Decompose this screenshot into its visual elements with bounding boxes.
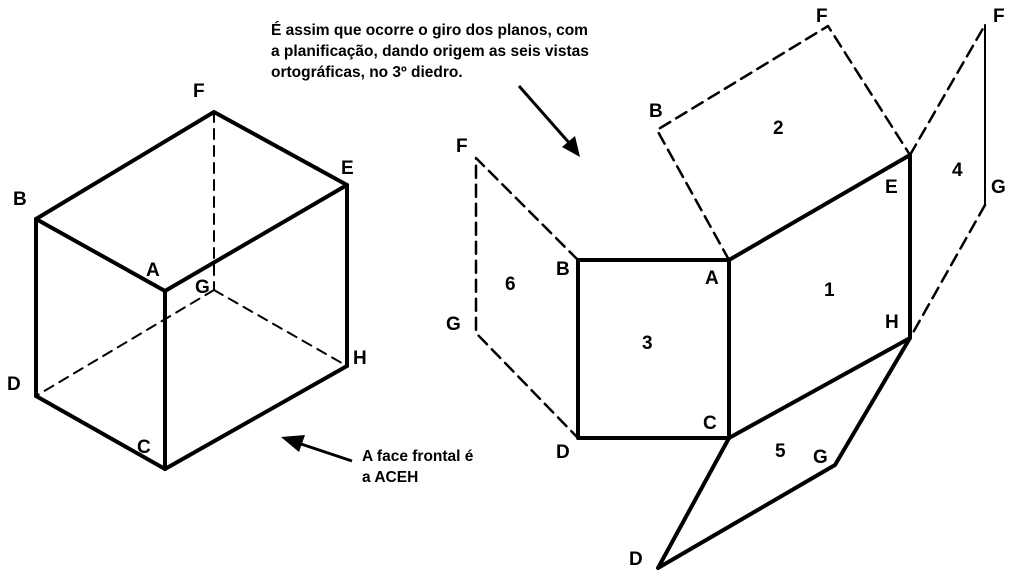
unfolded-label-E: E (885, 177, 898, 198)
front-face-note-line-2: a ACEH (362, 469, 419, 486)
cube-label-H: H (353, 348, 367, 369)
unfolded-label-H: H (885, 312, 899, 333)
cube-label-C: C (137, 437, 151, 458)
front-face-note-line-1: A face frontal é (362, 448, 474, 465)
face-numbers: 2 4 1 6 3 5 (505, 118, 963, 462)
planification-note-line-3: ortográficas, no 3º diedro. (271, 64, 463, 81)
cube-top-face (34, 110, 349, 293)
front-face-arrowhead (281, 435, 305, 452)
unfolded-vertex-labels: F F B F E G B A G H C D G D (446, 6, 1006, 570)
cube-hidden-edge-GD (35, 289, 215, 397)
cube-label-G: G (195, 277, 210, 298)
unfolded-label-B-top: B (649, 101, 663, 122)
face-1-outline (727, 153, 912, 440)
planification-note-line-2: a planificação, dando origem as seis vis… (271, 43, 589, 60)
face-4-lower-edge (908, 203, 987, 340)
cube-label-E: E (341, 158, 354, 179)
unfolded-label-G-bottom: G (813, 447, 828, 468)
cube (34, 110, 349, 471)
front-face-arrow (281, 435, 353, 463)
unfolded-label-D-left: D (556, 442, 570, 463)
cube-label-D: D (7, 374, 21, 395)
unfolded-label-B-left: B (556, 259, 570, 280)
face-number-6: 6 (505, 274, 516, 295)
face-6-outline (474, 156, 580, 440)
face-number-2: 2 (773, 118, 784, 139)
cube-visible-edges (34, 110, 349, 471)
unfolded-label-D-bottom: D (629, 549, 643, 570)
face-number-1: 1 (824, 280, 835, 301)
face-number-4: 4 (952, 160, 963, 181)
cube-hidden-edge-GH (213, 289, 348, 367)
cube-edge-CH (163, 364, 349, 471)
planification-note: É assim que ocorre o giro dos planos, co… (271, 20, 589, 83)
unfolded-label-C: C (703, 413, 717, 434)
unfolded-label-F-top: F (816, 6, 828, 27)
cube-label-B: B (13, 189, 27, 210)
cube-vertex-labels: F B E A G D H C (7, 81, 367, 458)
face-5-outline (656, 336, 912, 570)
face-number-3: 3 (642, 333, 653, 354)
planification-note-line-1: É assim que ocorre o giro dos planos, co… (271, 22, 588, 39)
unfolded-dashed-edges (474, 23, 987, 440)
cube-edge-DC (34, 394, 167, 471)
face-4-outline (908, 23, 987, 157)
unfolded-label-F-right: F (993, 6, 1005, 27)
unfolded-label-G-right: G (991, 177, 1006, 198)
unfolded-label-G-left: G (446, 314, 461, 335)
cube-label-F: F (193, 81, 205, 102)
planification-arrow (517, 85, 580, 157)
front-face-note: A face frontal é a ACEH (362, 446, 473, 488)
cube-label-A: A (146, 260, 160, 281)
face-number-5: 5 (775, 441, 786, 462)
planification-arrowhead (562, 136, 580, 157)
unfolded-label-A: A (705, 268, 719, 289)
cube-hidden-edges (35, 111, 348, 397)
face-2-outline (655, 24, 912, 262)
unfolded-solid-edges (576, 153, 912, 570)
unfolded-label-F-left: F (456, 136, 468, 157)
unfolded-views (474, 23, 987, 570)
